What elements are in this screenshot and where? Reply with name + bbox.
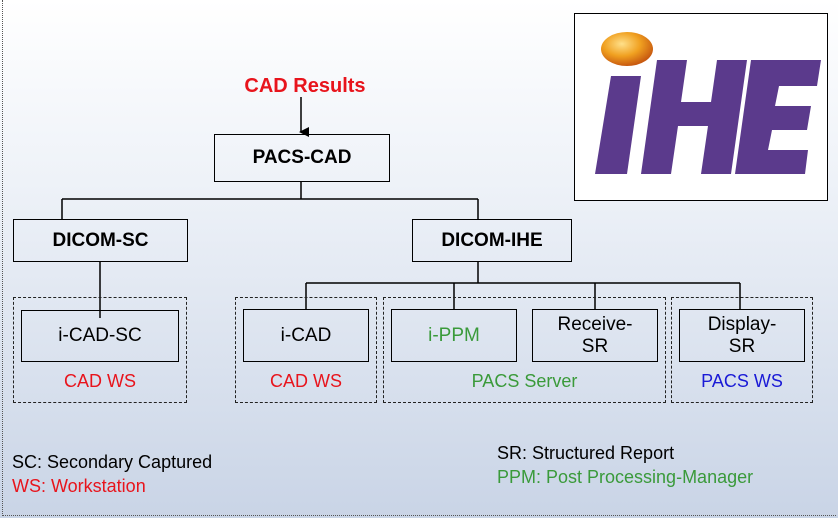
- cad-results-title: CAD Results: [244, 75, 366, 97]
- cad-ws-label-right: CAD WS: [270, 371, 342, 391]
- receive-sr-line2: SR: [581, 335, 609, 357]
- i-cad-node: i-CAD: [243, 309, 369, 362]
- display-sr-line2: SR: [728, 335, 756, 357]
- legend-sc: SC: Secondary Captured: [12, 452, 213, 472]
- legend-ws: WS: Workstation: [12, 476, 146, 496]
- pacs-server-label: PACS Server: [471, 371, 578, 391]
- pacs-ws-label: PACS WS: [701, 371, 783, 391]
- i-cad-sc-node: i-CAD-SC: [21, 310, 179, 362]
- receive-sr-node: Receive- SR: [532, 309, 658, 362]
- display-sr-node: Display- SR: [679, 309, 805, 362]
- pacs-server-group: [383, 297, 666, 403]
- i-ppm-node: i-PPM: [391, 309, 517, 362]
- receive-sr-line1: Receive-: [557, 313, 633, 335]
- cad-ws-group-right: [235, 297, 377, 403]
- display-sr-line1: Display-: [707, 313, 777, 335]
- pacs-ws-group: [671, 297, 813, 403]
- dicom-ihe-node: DICOM-IHE: [412, 219, 572, 262]
- legend-sr: SR: Structured Report: [497, 443, 675, 463]
- cad-ws-label-left: CAD WS: [64, 371, 136, 391]
- ihe-logo: [574, 13, 828, 201]
- dicom-sc-node: DICOM-SC: [13, 219, 188, 262]
- ihe-logo-graphic: [595, 32, 821, 174]
- legend-ppm: PPM: Post Processing-Manager: [497, 467, 754, 487]
- cad-ws-group-left: [13, 297, 187, 403]
- pacs-cad-node: PACS-CAD: [214, 134, 390, 182]
